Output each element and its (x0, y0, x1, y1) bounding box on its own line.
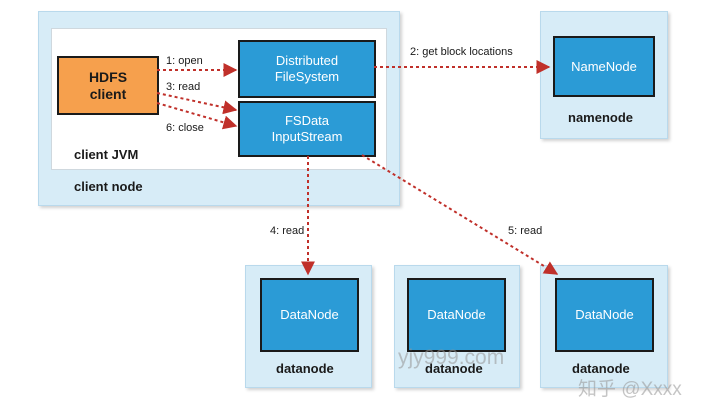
fsdata-inputstream-box: FSData InputStream (238, 101, 376, 157)
arrow-read-3 (156, 92, 238, 115)
namenode-host-label: namenode (568, 110, 634, 125)
arrow-read-5 (361, 154, 559, 275)
watermark-corner: 知乎 @Xxxx (578, 379, 682, 400)
edge-label-close: 6: close (166, 122, 204, 134)
datanode-host-label-1: datanode (276, 361, 334, 376)
client-jvm-label: client JVM (74, 147, 139, 162)
edge-label-read-4: 4: read (270, 225, 305, 237)
edge-label-get-block-locations: 2: get block locations (410, 46, 513, 58)
datanode-box-2: DataNode (407, 278, 506, 352)
datanode-box-3: DataNode (555, 278, 654, 352)
client-node-label: client node (74, 179, 143, 194)
datanode-host-label-2: datanode (425, 361, 483, 376)
edge-label-open: 1: open (166, 55, 203, 67)
datanode-box-1: DataNode (260, 278, 359, 352)
watermark-center: yjy999.com (398, 346, 505, 369)
distributed-filesystem-box: Distributed FileSystem (238, 40, 376, 98)
edge-label-read-3: 3: read (166, 81, 201, 93)
hdfs-client-box: HDFS client (57, 56, 159, 115)
edge-label-read-5: 5: read (508, 225, 543, 237)
namenode-box: NameNode (553, 36, 655, 97)
datanode-host-label-3: datanode (572, 361, 630, 376)
arrow-close (156, 102, 238, 130)
